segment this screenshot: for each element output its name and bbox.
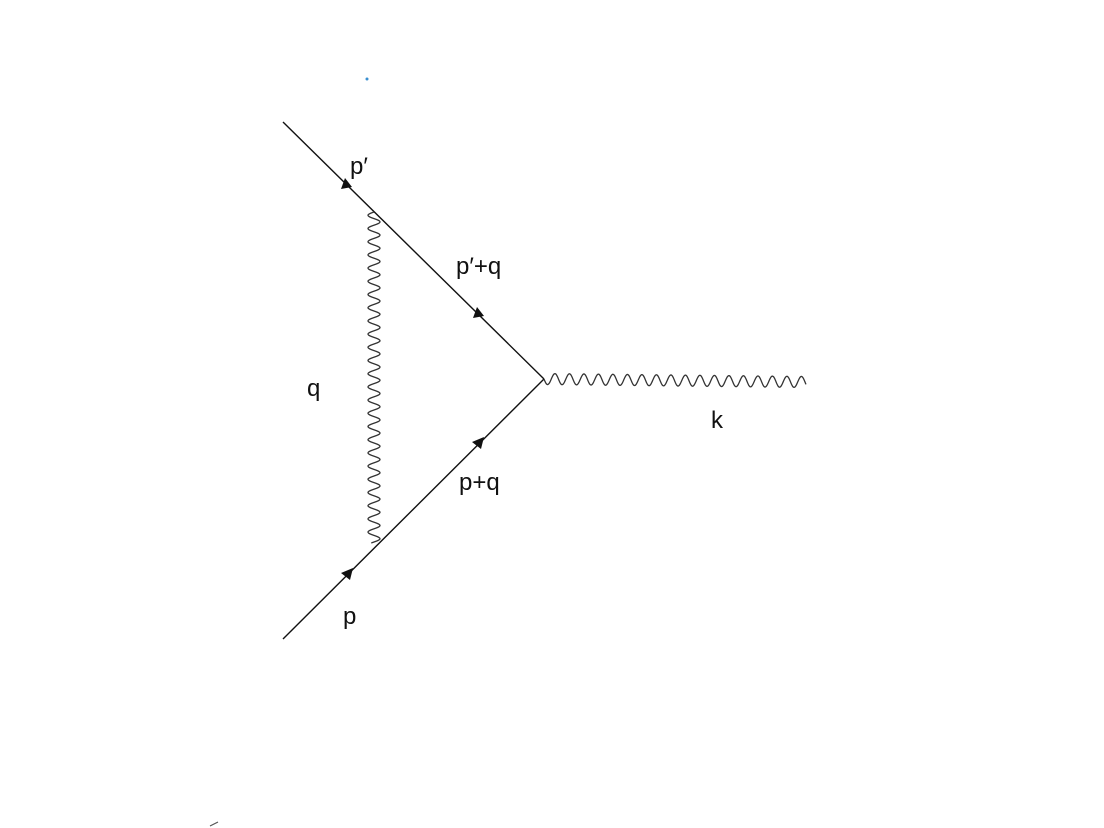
lower-fermion-line <box>282 378 545 640</box>
stray-mark <box>209 821 219 827</box>
arrow-lower-internal <box>472 437 484 449</box>
label-p-prime: p′ <box>350 153 368 180</box>
external-photon-line <box>543 372 807 389</box>
exchanged-photon-line <box>367 211 381 544</box>
upper-fermion-line <box>282 121 545 380</box>
label-p-plus-q: p+q <box>459 469 500 496</box>
label-p: p <box>343 603 356 630</box>
arrow-upper-internal <box>473 307 484 318</box>
arrow-incoming-p <box>341 568 353 580</box>
label-q: q <box>307 375 320 402</box>
label-k: k <box>711 407 724 434</box>
stray-dot <box>365 77 369 81</box>
label-p-prime-plus-q: p′+q <box>456 253 501 280</box>
arrow-outgoing-p-prime <box>341 178 352 189</box>
